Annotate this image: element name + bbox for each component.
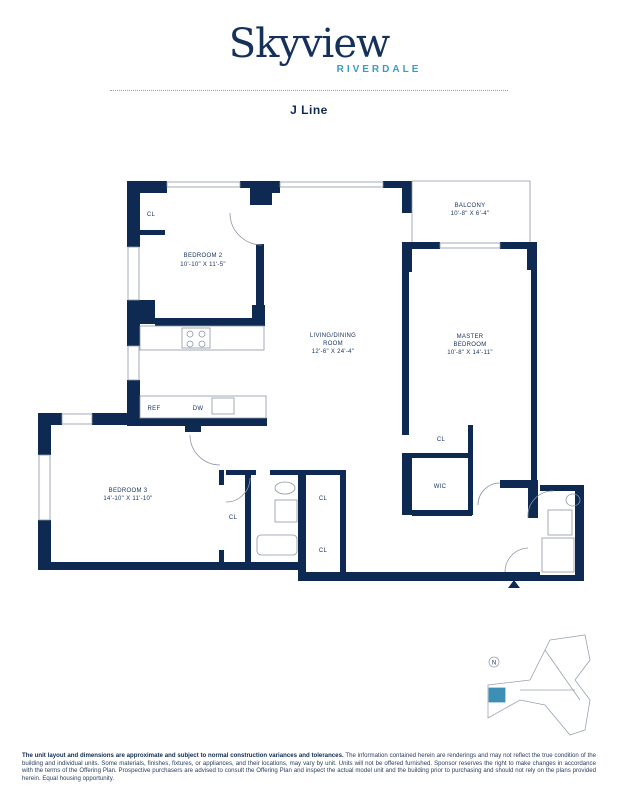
- room-label-living-2: ROOM: [323, 341, 343, 347]
- room-dims-bedroom2: 10'-10" X 11'-5": [180, 262, 226, 268]
- room-dims-living: 12'-6" X 24'-4": [312, 349, 354, 355]
- page-title: J Line: [290, 103, 328, 117]
- dw-label: DW: [193, 406, 204, 412]
- header-divider: [110, 90, 508, 91]
- room-label-bedroom3: BEDROOM 3: [109, 488, 148, 494]
- brand-logo-subtitle: RIVERDALE: [336, 64, 422, 75]
- ref-label: REF: [148, 406, 161, 412]
- closet-label: CL: [319, 496, 328, 502]
- room-label-master: MASTER: [457, 334, 484, 340]
- closet-label: CL: [229, 515, 238, 521]
- room-dims-bedroom3: 14'-10" X 11'-10": [103, 496, 152, 502]
- entry-arrow-icon: [508, 580, 520, 588]
- disclaimer-text: The information contained herein are ren…: [22, 752, 596, 782]
- fixtures: [38, 180, 581, 573]
- unit-highlight: [488, 687, 506, 703]
- disclaimer-bold: The unit layout and dimensions are appro…: [22, 752, 344, 759]
- room-label-bedroom2: BEDROOM 2: [184, 253, 223, 259]
- walls: [38, 181, 584, 581]
- room-dims-master: 10'-8" X 14'-11": [447, 350, 493, 356]
- key-plan: N: [487, 634, 591, 736]
- closet-label: CL: [319, 548, 328, 554]
- closet-label: CL: [437, 437, 446, 443]
- closet-label: CL: [147, 212, 156, 218]
- room-label-living: LIVING/DINING: [310, 333, 356, 339]
- disclaimer: The unit layout and dimensions are appro…: [22, 752, 596, 782]
- room-label-balcony: BALCONY: [455, 203, 486, 209]
- room-label-master-2: BEDROOM: [453, 342, 486, 348]
- wic-label: WIC: [434, 484, 447, 490]
- room-dims-balcony: 10'-8" X 6'-4": [451, 211, 490, 217]
- north-indicator: N: [492, 661, 496, 667]
- brand-logo: Skyview: [228, 21, 391, 67]
